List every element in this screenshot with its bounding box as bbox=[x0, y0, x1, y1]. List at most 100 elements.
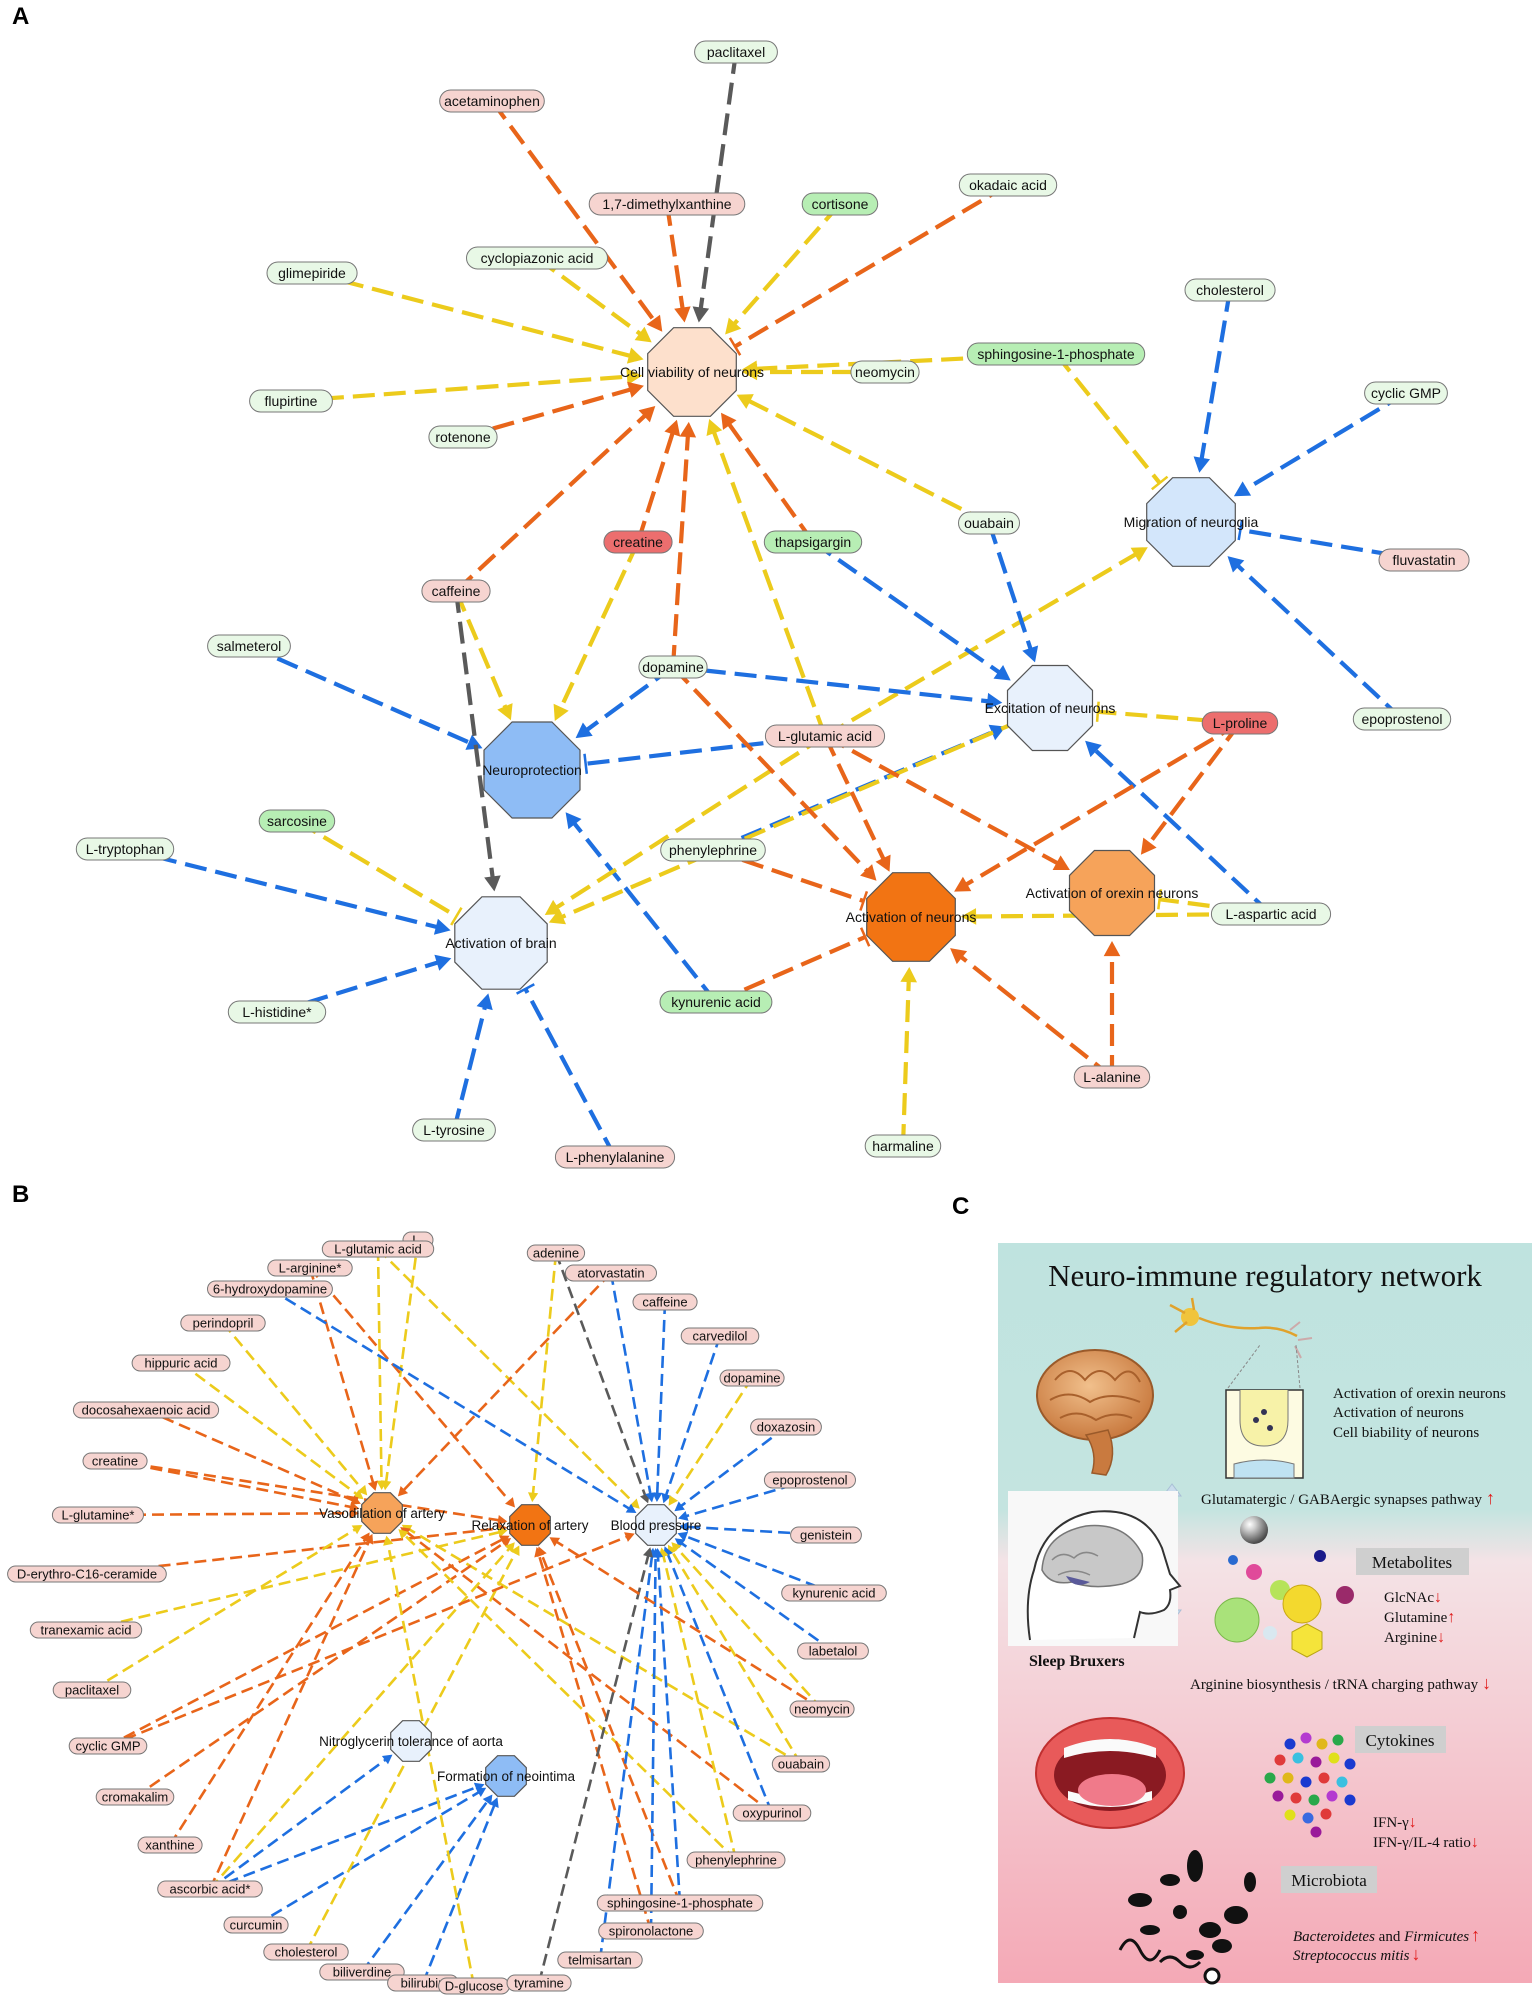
molecule-b-perindopril-label: perindopril bbox=[193, 1316, 254, 1331]
molecule-b-spironolactone: spironolactone bbox=[598, 1922, 704, 1940]
edge-b-adenine-blood_pressure bbox=[554, 1252, 650, 1504]
molecule-b-tyramine-label: tyramine bbox=[514, 1976, 564, 1991]
edge-b-l_arginine-vasodilation bbox=[308, 1267, 378, 1491]
cytokine-dot bbox=[1344, 1794, 1356, 1806]
cytokine-dot bbox=[1310, 1826, 1322, 1838]
edge-a-l_aspartic-excitation bbox=[1085, 740, 1273, 916]
molecule-b-perindopril: perindopril bbox=[180, 1314, 266, 1332]
molecule-b-xanthine-label: xanthine bbox=[145, 1838, 194, 1853]
edge-a-flupirtine-cell_viability bbox=[290, 368, 643, 404]
edge-a-phenylephrine-activation_neurons bbox=[712, 848, 869, 911]
molecule-b-atorvastatin-label: atorvastatin bbox=[577, 1266, 644, 1281]
edge-a-l_tryptophan-activation_brain bbox=[124, 846, 451, 935]
molecule-b-ascorbic: ascorbic acid* bbox=[157, 1880, 263, 1898]
synapse-illustration bbox=[1225, 1389, 1304, 1479]
function-b-blood_pressure: Blood pressure bbox=[611, 1504, 702, 1546]
molecule-a-glimepiride-label: glimepiride bbox=[278, 265, 346, 281]
molecule-a-dimethylxanthine-label: 1,7-dimethylxanthine bbox=[602, 196, 731, 212]
cytokine-dot bbox=[1344, 1758, 1356, 1770]
molecule-a-l_tryptophan: L-tryptophan bbox=[75, 837, 175, 861]
edge-b-cromakalim-relaxation bbox=[134, 1538, 512, 1799]
edge-b-l_partial-vasodilation bbox=[381, 1239, 420, 1491]
molecule-b-ascorbic-label: ascorbic acid* bbox=[170, 1882, 251, 1897]
function-b-nitroglycerin-label: Nitroglycerin tolerance of aorta bbox=[319, 1734, 503, 1749]
cytokine-dot bbox=[1308, 1794, 1320, 1806]
neuron-effect-2: Activation of neurons bbox=[1333, 1405, 1464, 1421]
cytokine-dot bbox=[1300, 1776, 1312, 1788]
molecule-b-hippuric: hippuric acid bbox=[131, 1354, 231, 1372]
cytokine-dot bbox=[1292, 1752, 1304, 1764]
edge-b-labetalol-blood_pressure bbox=[674, 1538, 834, 1653]
edge-b-carvedilol-blood_pressure bbox=[661, 1335, 722, 1504]
microbe bbox=[1244, 1872, 1256, 1892]
molecule-b-dopamine: dopamine bbox=[719, 1369, 785, 1387]
microbe bbox=[1187, 1850, 1203, 1882]
molecule-a-l_proline-label: L-proline bbox=[1213, 715, 1268, 731]
head-illustration bbox=[1008, 1491, 1182, 1646]
cytokine-dot bbox=[1320, 1808, 1332, 1820]
molecule-a-flupirtine-label: flupirtine bbox=[265, 393, 318, 409]
edge-a-caffeine-activation_brain bbox=[453, 590, 501, 892]
microbe-strand bbox=[1118, 1938, 1202, 1969]
microbe bbox=[1140, 1925, 1160, 1935]
molecule-a-salmeterol: salmeterol bbox=[207, 634, 291, 658]
molecule-a-salmeterol-label: salmeterol bbox=[217, 638, 282, 654]
edge-b-creatine-vasodilation bbox=[114, 1459, 360, 1512]
molecule-b-telmisartan-label: telmisartan bbox=[568, 1953, 632, 1968]
molecule-a-cortisone: cortisone bbox=[801, 192, 879, 216]
microbe bbox=[1160, 1874, 1180, 1886]
cytokine-item: IFN-γ/IL-4 ratio↓ bbox=[1373, 1834, 1479, 1851]
edge-a-thapsigargin-cell_viability bbox=[721, 412, 815, 544]
molecule-a-cyclic_gmp-label: cyclic GMP bbox=[1371, 385, 1441, 401]
mouth-illustration bbox=[1035, 1717, 1185, 1829]
edge-b-phenylephrine-vasodilation bbox=[398, 1529, 737, 1861]
molecule-b-creatine: creatine bbox=[82, 1452, 148, 1470]
edge-a-creatine-neuroprotection bbox=[553, 541, 640, 721]
edge-a-dopamine-cell_viability bbox=[670, 421, 697, 668]
molecule-b-phenylephrine-label: phenylephrine bbox=[695, 1853, 777, 1868]
molecule-a-okadaic-label: okadaic acid bbox=[969, 177, 1047, 193]
neuron-illustration bbox=[1169, 1297, 1313, 1389]
molecule-a-l_glutamic: L-glutamic acid bbox=[764, 724, 886, 748]
panel-b-edges bbox=[85, 1239, 835, 1987]
molecule-a-l_aspartic: L-aspartic acid bbox=[1210, 902, 1332, 926]
cytokine-dot bbox=[1302, 1812, 1314, 1824]
synapse-pathway-label: Glutamatergic / GABAergic synapses pathw… bbox=[1201, 1488, 1495, 1508]
molecule-b-phenylephrine: phenylephrine bbox=[686, 1851, 786, 1869]
molecule-b-kynurenic: kynurenic acid bbox=[781, 1584, 887, 1602]
edge-a-dopamine-activation_neurons bbox=[671, 665, 877, 881]
molecule-b-carvedilol: carvedilol bbox=[680, 1327, 760, 1345]
molecule-b-hippuric-label: hippuric acid bbox=[145, 1356, 218, 1371]
molecule-a-kynurenic: kynurenic acid bbox=[659, 990, 773, 1014]
molecule-b-doxazosin: doxazosin bbox=[750, 1418, 822, 1436]
molecule-a-kynurenic-label: kynurenic acid bbox=[671, 994, 761, 1010]
molecule-a-l_tyrosine: L-tyrosine bbox=[412, 1118, 496, 1142]
function-b-blood_pressure-label: Blood pressure bbox=[611, 1518, 702, 1533]
molecule-b-l_arginine-label: L-arginine* bbox=[279, 1261, 342, 1276]
function-a-activation_orexin-label: Activation of orexin neurons bbox=[1026, 885, 1199, 901]
molecule-b-d_glucose: D-glucose bbox=[438, 1977, 510, 1995]
function-a-neuroprotection: Neuroprotection bbox=[482, 721, 582, 819]
molecule-a-ouabain: ouabain bbox=[958, 511, 1020, 535]
molecule-a-harmaline: harmaline bbox=[864, 1134, 942, 1158]
edge-a-l_glutamic-activation_brain bbox=[544, 734, 827, 915]
edge-a-epoprostenol-migration bbox=[1227, 556, 1404, 721]
cytokine-dot bbox=[1326, 1790, 1338, 1802]
cytokines-title: Cytokines bbox=[1366, 1731, 1435, 1750]
molecule-b-tyramine: tyramine bbox=[506, 1974, 572, 1992]
edge-b-creatine-relaxation bbox=[114, 1459, 508, 1526]
function-a-activation_brain-label: Activation of brain bbox=[445, 935, 556, 951]
molecule-b-biliverdine-label: biliverdine bbox=[333, 1965, 392, 1980]
edge-b-xanthine-vasodilation bbox=[168, 1532, 370, 1846]
molecule-b-tranexamic-label: tranexamic acid bbox=[40, 1623, 131, 1638]
molecule-b-epoprostenol: epoprostenol bbox=[763, 1471, 857, 1489]
function-b-vasodilation: Vasodilation of artery bbox=[319, 1492, 445, 1534]
edge-a-cholesterol-migration bbox=[1193, 289, 1233, 473]
molecule-b-l_partial-label: L- bbox=[412, 1233, 424, 1248]
metabolite-item: Arginine↓ bbox=[1384, 1629, 1445, 1646]
panel-a-label: A bbox=[12, 3, 29, 30]
function-b-vasodilation-label: Vasodilation of artery bbox=[319, 1506, 445, 1521]
molecule-b-hydroxydopamine: 6-hydroxydopamine bbox=[207, 1280, 333, 1298]
